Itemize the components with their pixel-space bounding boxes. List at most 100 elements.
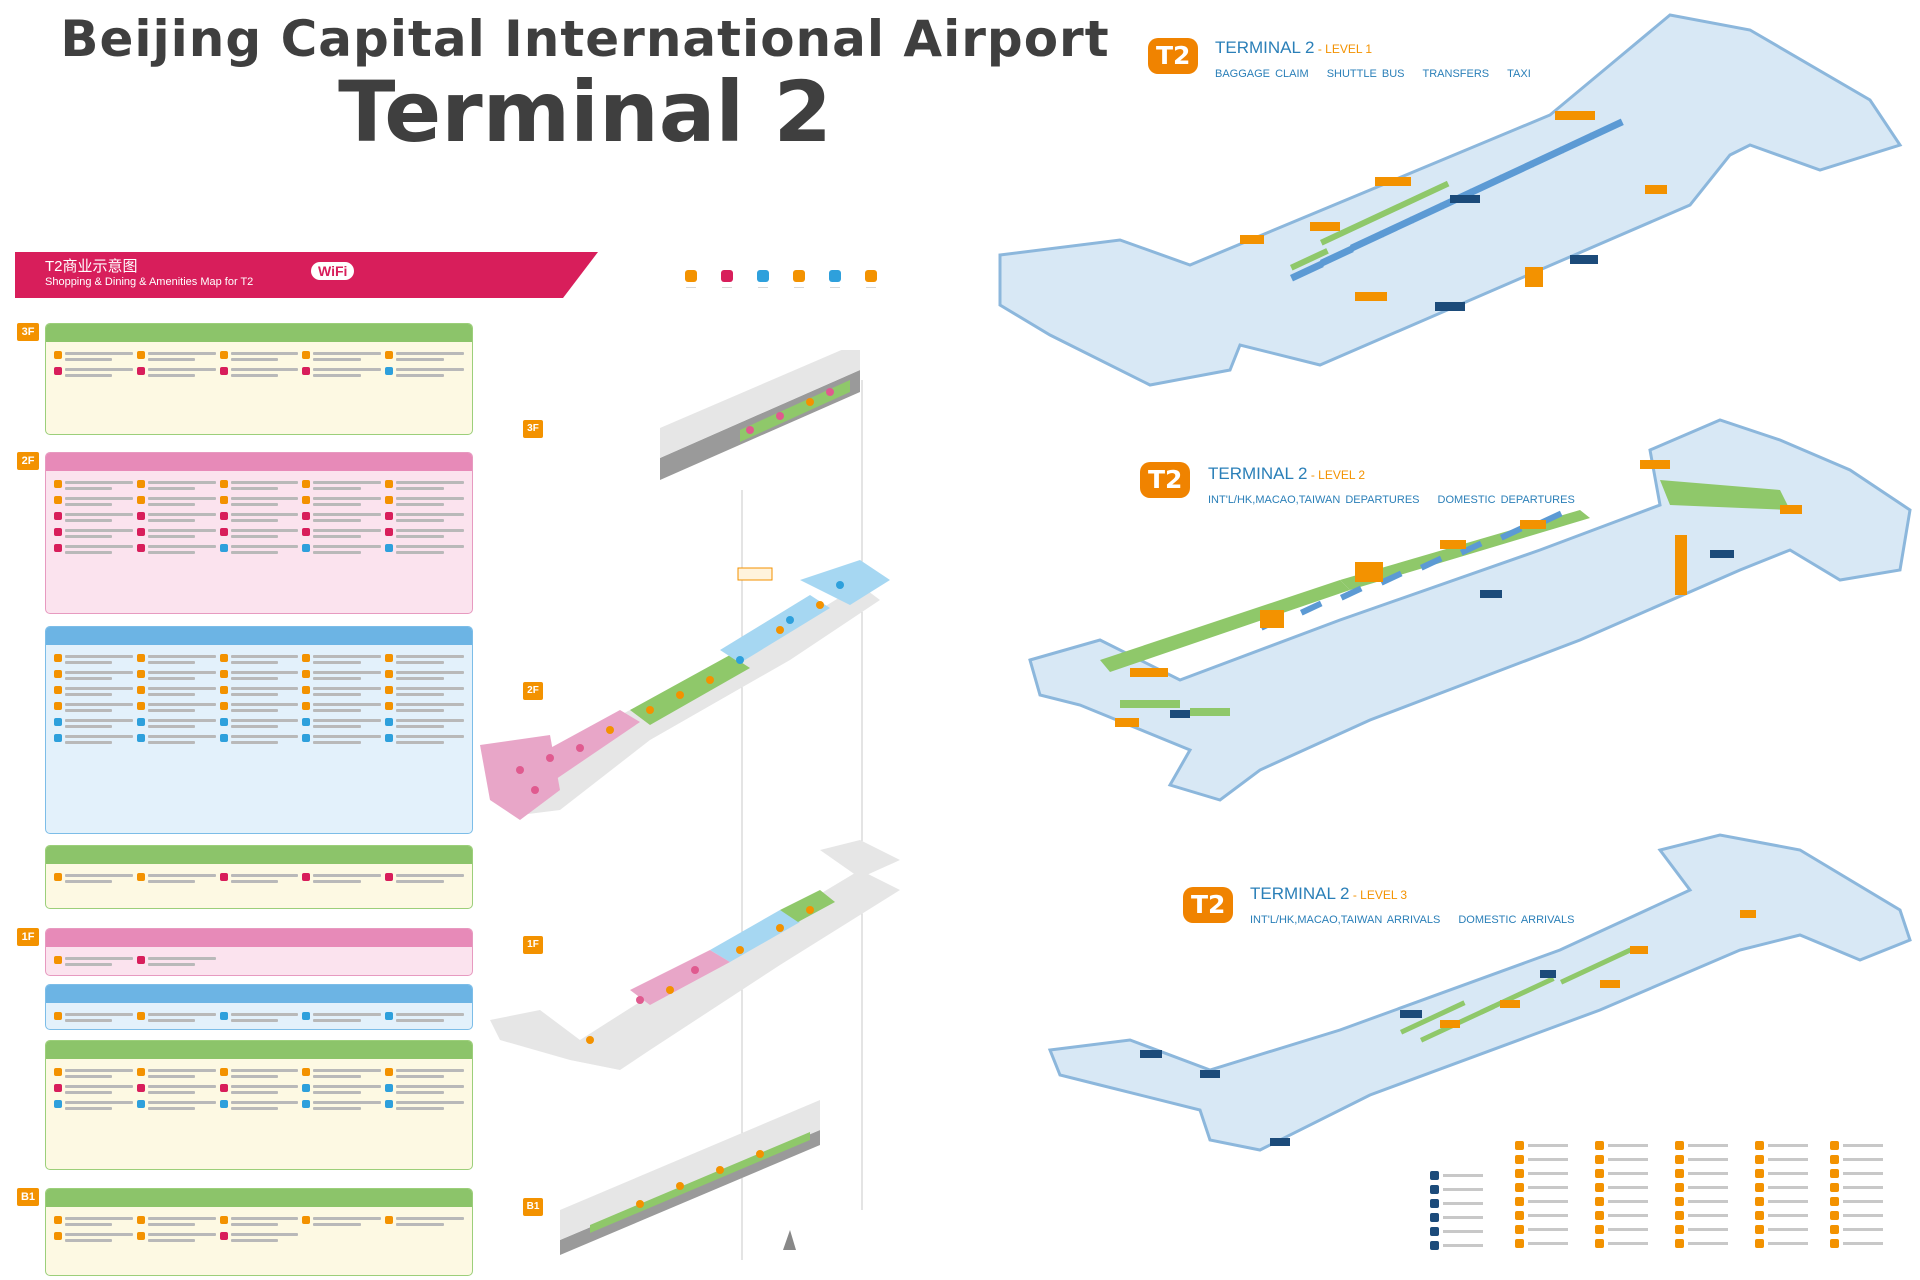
shop-panel-1f-a xyxy=(45,928,473,976)
list-item xyxy=(54,1083,133,1094)
list-item xyxy=(136,1215,216,1226)
list-item xyxy=(219,479,299,490)
key-item xyxy=(1675,1138,1750,1152)
list-item xyxy=(54,653,133,664)
level-sub: TRANSFERS xyxy=(1422,68,1490,80)
list-item xyxy=(54,1067,133,1078)
floor-tag-3f: 3F xyxy=(523,420,543,438)
key-item xyxy=(1830,1166,1905,1180)
list-item xyxy=(302,511,382,522)
list-item xyxy=(136,653,216,664)
list-item xyxy=(136,955,216,966)
list-item xyxy=(302,1011,382,1022)
panel-header xyxy=(46,627,472,645)
list-item xyxy=(136,1231,216,1242)
legend-item: —— xyxy=(860,270,882,291)
list-item xyxy=(136,717,216,728)
list-item xyxy=(54,1011,133,1022)
legend-item: —— xyxy=(716,270,738,291)
list-item xyxy=(219,1215,299,1226)
key-item xyxy=(1515,1138,1590,1152)
key-item xyxy=(1595,1138,1670,1152)
list-item xyxy=(385,495,464,506)
list-item xyxy=(219,527,299,538)
list-item xyxy=(302,685,382,696)
key-item xyxy=(1830,1138,1905,1152)
list-item xyxy=(54,511,133,522)
list-item xyxy=(54,733,133,744)
list-item xyxy=(302,495,382,506)
level-3-floor-plan xyxy=(1047,833,1912,1152)
floor-tag-2f: 2F xyxy=(523,682,543,700)
list-item xyxy=(54,1099,133,1110)
shopping-map-title-en: Shopping & Dining & Amenities Map for T2 xyxy=(45,276,254,288)
shop-panel-3f xyxy=(45,323,473,435)
list-item xyxy=(385,1011,464,1022)
level-sub: SHUTTLE BUS xyxy=(1326,68,1405,80)
panel-header xyxy=(46,846,472,864)
terminal-name: Terminal 2 xyxy=(338,63,832,161)
level-title-suffix: - LEVEL 3 xyxy=(1349,888,1408,902)
shop-panel-2f-b xyxy=(45,626,473,834)
list-item xyxy=(136,1099,216,1110)
panel-header xyxy=(46,324,472,342)
level-title-text: TERMINAL 2 xyxy=(1208,464,1308,483)
key-column xyxy=(1430,1168,1505,1252)
key-item xyxy=(1595,1222,1670,1236)
list-item xyxy=(385,1067,464,1078)
list-item xyxy=(136,527,216,538)
key-item xyxy=(1755,1194,1830,1208)
list-item xyxy=(302,527,382,538)
list-item xyxy=(136,872,216,883)
key-item xyxy=(1595,1194,1670,1208)
list-item xyxy=(219,701,299,712)
list-item xyxy=(385,1215,464,1226)
key-item xyxy=(1595,1152,1670,1166)
key-item xyxy=(1515,1194,1590,1208)
key-item xyxy=(1430,1210,1505,1224)
key-item xyxy=(1675,1208,1750,1222)
key-item xyxy=(1595,1208,1670,1222)
panel-header xyxy=(46,1041,472,1059)
list-item xyxy=(54,701,133,712)
panel-header xyxy=(46,1189,472,1207)
list-item xyxy=(136,733,216,744)
key-item xyxy=(1430,1182,1505,1196)
facility-legend: —— —— —— —— —— —— xyxy=(680,270,882,291)
list-item xyxy=(302,872,382,883)
floor-tag-1f: 1F xyxy=(523,936,543,954)
key-item xyxy=(1430,1196,1505,1210)
list-item xyxy=(385,1099,464,1110)
north-arrow-icon xyxy=(783,1230,796,1250)
t2-badge: T2 xyxy=(1148,38,1199,74)
panel-header xyxy=(46,453,472,471)
airport-name: Beijing Capital International Airport xyxy=(60,10,1110,68)
map-key xyxy=(1430,1138,1910,1258)
list-item xyxy=(385,669,464,680)
list-item xyxy=(385,511,464,522)
list-item xyxy=(302,717,382,728)
level-title-text: TERMINAL 2 xyxy=(1215,38,1315,57)
floor-slab-2f xyxy=(480,560,890,820)
list-item xyxy=(136,1067,216,1078)
key-item xyxy=(1430,1168,1505,1182)
list-item xyxy=(219,1011,299,1022)
key-column xyxy=(1830,1138,1905,1250)
floor-badge-b1: B1 xyxy=(17,1188,39,1206)
level-sub: DOMESTIC DEPARTURES xyxy=(1437,494,1575,506)
list-item xyxy=(136,543,216,554)
list-item xyxy=(302,653,382,664)
shopping-map-banner: T2商业示意图 Shopping & Dining & Amenities Ma… xyxy=(15,252,598,298)
level-sub: TAXI xyxy=(1507,68,1531,80)
key-item xyxy=(1515,1180,1590,1194)
level-title-text: TERMINAL 2 xyxy=(1250,884,1350,903)
shop-panel-b1 xyxy=(45,1188,473,1276)
list-item xyxy=(136,495,216,506)
key-item xyxy=(1515,1208,1590,1222)
legend-item: —— xyxy=(824,270,846,291)
list-item xyxy=(54,527,133,538)
level-title: TERMINAL 2 - LEVEL 1 xyxy=(1215,38,1372,58)
key-item xyxy=(1595,1180,1670,1194)
list-item xyxy=(219,543,299,554)
